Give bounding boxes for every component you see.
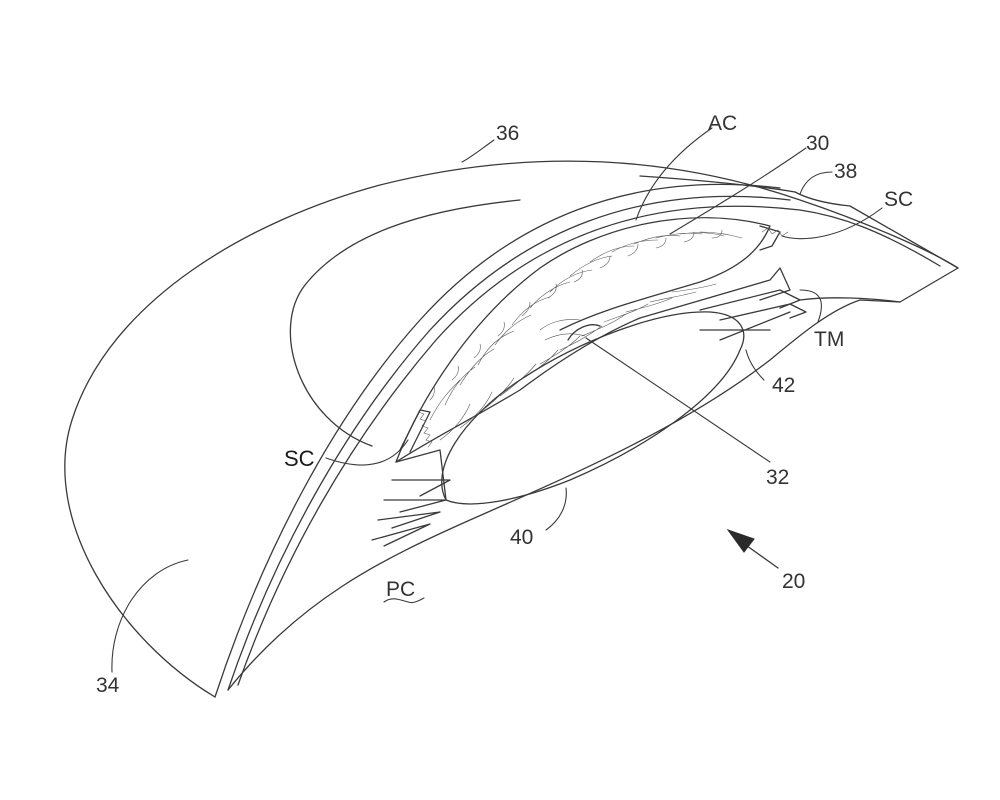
leader-pc <box>383 597 425 604</box>
label-36: 36 <box>496 122 519 145</box>
label-sc-right: SC <box>884 188 913 211</box>
leader-ac <box>635 127 713 221</box>
label-30: 30 <box>806 132 829 155</box>
leader-30 <box>669 147 807 235</box>
label-34: 34 <box>96 674 120 697</box>
direction-arrow-head <box>726 529 755 553</box>
ciliary-processes-right <box>639 225 807 341</box>
upper-globe-curve <box>289 199 521 447</box>
leader-sc-right <box>781 207 883 240</box>
label-tm: TM <box>814 328 844 351</box>
right-cut-inner-line <box>639 175 796 193</box>
cornea-inner-layer <box>227 195 791 691</box>
iris-texture <box>429 229 743 441</box>
cornea-outer-layer <box>214 183 781 698</box>
leader-42 <box>745 349 765 381</box>
lens-outline <box>441 311 745 505</box>
label-pc: PC <box>386 578 415 601</box>
leader-40 <box>545 487 567 531</box>
ciliary-processes-left <box>371 409 451 547</box>
label-ac: AC <box>708 112 737 135</box>
leader-36 <box>461 139 495 163</box>
iris-lower-edge <box>395 317 641 463</box>
label-38: 38 <box>834 160 857 183</box>
iris-outline <box>395 217 771 463</box>
label-40: 40 <box>510 526 533 549</box>
label-sc-left: SC <box>284 446 315 471</box>
label-20: 20 <box>782 570 805 593</box>
leader-38 <box>799 171 833 195</box>
leader-32 <box>585 337 771 463</box>
pupil-margin <box>567 324 601 341</box>
leader-tm <box>799 289 822 323</box>
outer-sclera-outline <box>64 160 959 698</box>
leader-34 <box>111 559 189 673</box>
cornea-endothelium <box>237 205 941 686</box>
leader-sc-left <box>325 439 409 466</box>
label-42: 42 <box>772 374 795 397</box>
lower-base-outline <box>227 299 901 691</box>
right-cut-face <box>794 191 959 303</box>
label-32: 32 <box>766 466 789 489</box>
